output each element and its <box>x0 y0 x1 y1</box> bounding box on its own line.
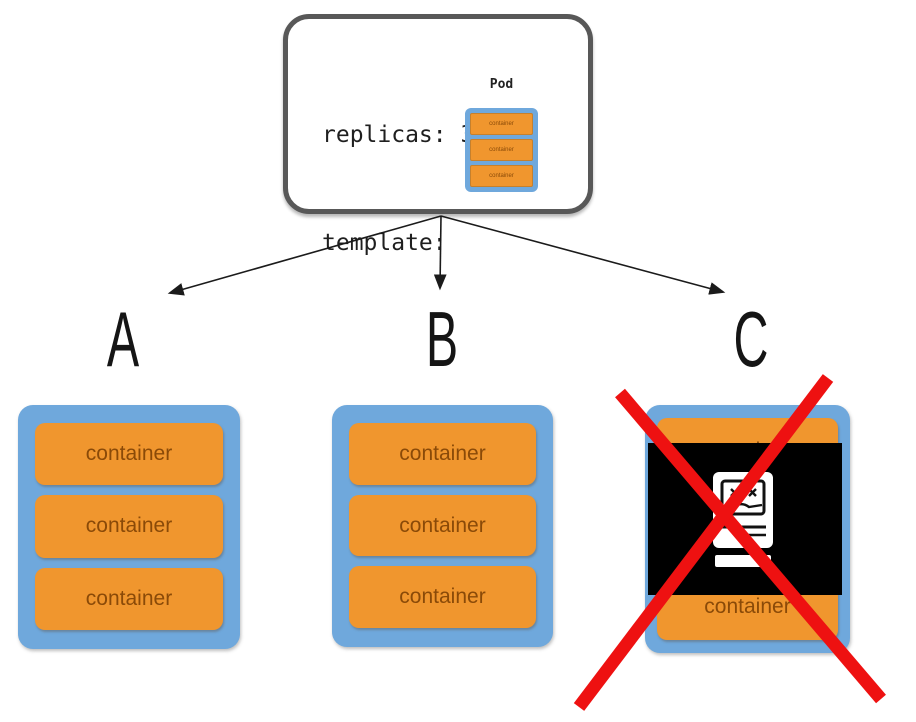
spec-text: replicas: 3 template: <box>322 45 474 333</box>
pod-template-label: Pod <box>489 77 514 92</box>
container-label: container <box>704 594 791 618</box>
container-box: container <box>349 494 536 557</box>
container-box: container <box>35 567 223 630</box>
container-label: container <box>399 513 486 537</box>
spec-box: replicas: 3 template: Pod container cont… <box>283 14 593 256</box>
arrow-to-pod-a <box>167 215 442 296</box>
container-label: container <box>85 442 173 466</box>
mini-container-box: container <box>470 165 533 187</box>
crash-overlay <box>648 443 842 595</box>
arrow-to-pod-c <box>440 215 726 295</box>
container-label: container <box>399 585 486 609</box>
pod-label-a: A <box>106 295 140 383</box>
pod-label-b: B <box>425 295 459 383</box>
replicas-line: replicas: 3 <box>322 122 475 148</box>
pod-b: container container container <box>332 405 553 647</box>
pod-a: container container container <box>18 405 240 649</box>
container-label: container <box>85 514 173 538</box>
crashed-computer-icon <box>713 472 773 567</box>
pod-label-c: C <box>733 295 769 383</box>
container-box: container <box>349 423 536 485</box>
pod-c: container container container <box>645 405 850 653</box>
mini-container-box: container <box>470 139 533 161</box>
container-label: container <box>85 586 173 610</box>
container-box: container <box>35 423 223 486</box>
container-box: container <box>35 495 223 558</box>
mini-container-box: container <box>470 113 533 135</box>
template-line: template: <box>322 230 447 256</box>
container-box: container <box>349 566 536 629</box>
container-label: container <box>399 441 486 465</box>
arrow-to-pod-b <box>433 215 447 291</box>
pod-template-thumbnail: container container container <box>465 108 538 192</box>
